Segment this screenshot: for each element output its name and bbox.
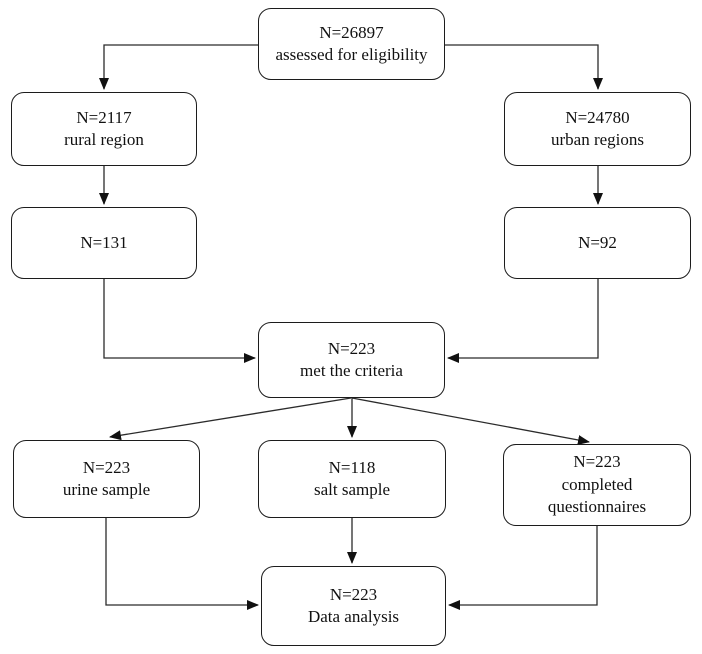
connector-criteria-to-urine bbox=[109, 397, 352, 441]
node-label: rural region bbox=[64, 130, 144, 149]
node-data-analysis: N=223 Data analysis bbox=[261, 566, 446, 646]
node-urban-regions: N=24780 urban regions bbox=[504, 92, 691, 166]
node-label: assessed for eligibility bbox=[275, 45, 428, 64]
connector-criteria-to-questionnaires bbox=[351, 397, 590, 445]
node-assessed-for-eligibility: N=26897 assessed for eligibility bbox=[258, 8, 445, 80]
node-met-the-criteria: N=223 met the criteria bbox=[258, 322, 445, 398]
node-urine-sample: N=223 urine sample bbox=[13, 440, 200, 518]
node-count: N=223 bbox=[82, 457, 131, 477]
connector-eligibility-to-rural bbox=[99, 44, 258, 90]
connector-urine-to-analysis bbox=[105, 518, 259, 610]
node-count: N=2117 bbox=[76, 107, 132, 127]
node-count: N=24780 bbox=[565, 107, 630, 127]
node-count: N=92 bbox=[578, 232, 617, 252]
node-rural-included: N=131 bbox=[11, 207, 197, 279]
node-label: met the criteria bbox=[300, 361, 403, 380]
node-label: Data analysis bbox=[307, 607, 400, 626]
node-label: urine sample bbox=[62, 480, 151, 499]
node-label: urban regions bbox=[550, 130, 644, 149]
node-salt-sample: N=118 salt sample bbox=[258, 440, 446, 518]
connector-rural-included-to-criteria bbox=[103, 279, 256, 363]
node-completed-questionnaires: N=223 completed questionnaires bbox=[503, 444, 691, 526]
node-count: N=26897 bbox=[319, 22, 384, 42]
node-count: N=118 bbox=[328, 457, 376, 477]
node-label: salt sample bbox=[313, 480, 390, 499]
node-count: N=223 bbox=[327, 338, 376, 358]
node-count: N=131 bbox=[80, 232, 128, 252]
node-rural-region: N=2117 rural region bbox=[11, 92, 197, 166]
node-label: completed questionnaires bbox=[547, 474, 647, 517]
node-urban-included: N=92 bbox=[504, 207, 691, 279]
node-count: N=223 bbox=[573, 452, 621, 472]
connector-questionnaires-to-analysis bbox=[448, 526, 598, 610]
connector-urban-included-to-criteria bbox=[447, 279, 599, 363]
node-count: N=223 bbox=[329, 584, 378, 604]
connector-eligibility-to-urban bbox=[445, 44, 603, 90]
